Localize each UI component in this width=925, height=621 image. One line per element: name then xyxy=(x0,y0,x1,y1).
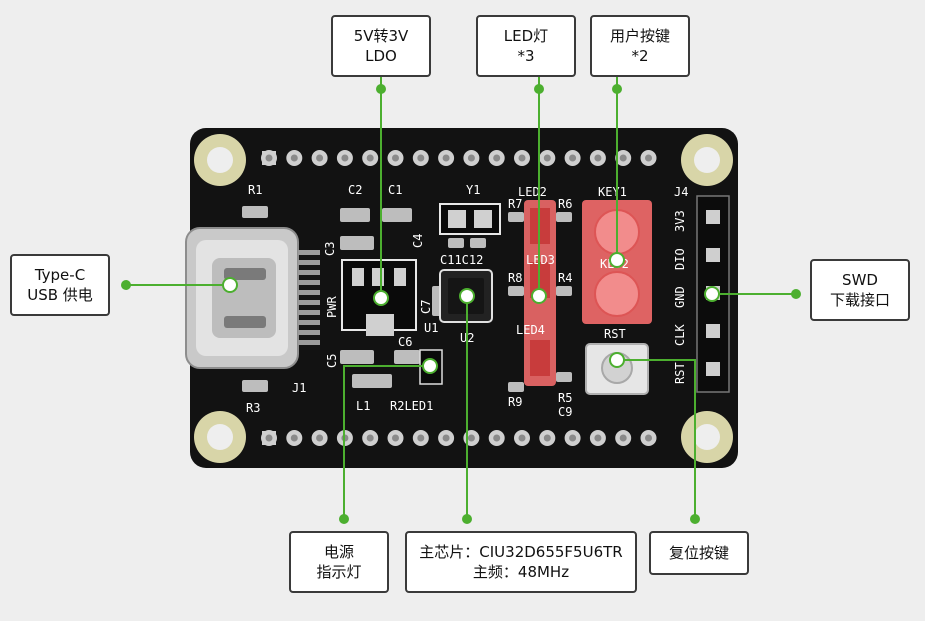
callout-type-c: Type-C USB 供电 xyxy=(10,254,110,316)
callout-ldo-line2: LDO xyxy=(365,47,397,65)
silk-pin-3v3: 3V3 xyxy=(673,210,687,232)
silk-c9: C9 xyxy=(558,405,572,419)
silk-l1: L1 xyxy=(356,399,370,413)
silk-c2: C2 xyxy=(348,183,362,197)
silk-r1: R1 xyxy=(248,183,262,197)
silk-r7: R7 xyxy=(508,197,522,211)
silk-pwr: PWR xyxy=(325,296,339,318)
silk-u1: U1 xyxy=(424,321,438,335)
silk-j4: J4 xyxy=(674,185,688,199)
callout-reset: 复位按键 xyxy=(649,531,749,575)
callout-power-led-line2: 指示灯 xyxy=(316,563,362,581)
silk-r8: R8 xyxy=(508,271,522,285)
callout-mcu-line1: 主芯片：CIU32D655F5U6TR xyxy=(419,543,623,561)
callout-led-line2: *3 xyxy=(517,47,535,65)
silk-r9: R9 xyxy=(508,395,522,409)
callout-key-line2: *2 xyxy=(631,47,649,65)
mounting-hole-bottom-left xyxy=(194,411,246,463)
callout-typec-line1: Type-C xyxy=(34,266,86,284)
mounting-hole-bottom-right xyxy=(681,411,733,463)
callout-typec-line2: USB 供电 xyxy=(27,286,93,304)
silk-pin-clk: CLK xyxy=(673,324,687,346)
crystal-y1 xyxy=(439,203,501,235)
callout-swd-line1: SWD xyxy=(842,271,878,289)
silk-c3: C3 xyxy=(323,242,337,256)
callout-power-led-line1: 电源 xyxy=(323,543,354,561)
passive-components xyxy=(242,206,572,392)
silk-r3: R3 xyxy=(246,401,260,415)
silk-y1: Y1 xyxy=(466,183,480,197)
silk-c1: C1 xyxy=(388,183,402,197)
callout-mcu: 主芯片：CIU32D655F5U6TR 主频：48MHz xyxy=(405,531,637,593)
header-pins-bottom xyxy=(261,430,657,446)
silk-c4: C4 xyxy=(411,234,425,248)
silk-c7: C7 xyxy=(419,300,433,314)
silk-c5: C5 xyxy=(325,354,339,368)
silk-r6: R6 xyxy=(558,197,572,211)
callout-led: LED灯 *3 xyxy=(476,15,576,77)
mounting-hole-top-left xyxy=(194,134,246,186)
silk-pin-gnd: GND xyxy=(673,286,687,308)
callout-led-line1: LED灯 xyxy=(503,27,549,45)
callout-user-keys: 用户按键 *2 xyxy=(590,15,690,77)
silk-c6: C6 xyxy=(398,335,412,349)
ldo-regulator xyxy=(341,259,417,336)
silk-pin-dio: DIO xyxy=(673,248,687,270)
callout-ldo-line1: 5V转3V xyxy=(353,27,409,45)
leader-dots xyxy=(121,84,801,524)
silk-r4: R4 xyxy=(558,271,572,285)
callout-swd: SWD 下载接口 xyxy=(810,259,910,321)
callout-reset-line1: 复位按键 xyxy=(668,544,729,562)
silk-c11c12: C11C12 xyxy=(440,253,483,267)
silk-led3: LED3 xyxy=(526,253,555,267)
callout-mcu-line2: 主频：48MHz xyxy=(472,563,570,581)
silk-r2led1: R2LED1 xyxy=(390,399,433,413)
callout-power-led: 电源 指示灯 xyxy=(289,531,389,593)
callout-swd-line2: 下载接口 xyxy=(829,291,890,309)
silk-key1: KEY1 xyxy=(598,185,627,199)
callout-key-line1: 用户按键 xyxy=(609,27,670,45)
silk-j1: J1 xyxy=(292,381,306,395)
silk-pin-rst: RST xyxy=(673,362,687,384)
callout-ldo: 5V转3V LDO xyxy=(331,15,431,77)
header-pins-top xyxy=(261,150,657,166)
mounting-hole-top-right xyxy=(681,134,733,186)
leader-lines xyxy=(126,77,796,519)
silk-led4: LED4 xyxy=(516,323,545,337)
silk-rst: RST xyxy=(604,327,626,341)
reset-button-part xyxy=(585,343,649,395)
silk-r5: R5 xyxy=(558,391,572,405)
